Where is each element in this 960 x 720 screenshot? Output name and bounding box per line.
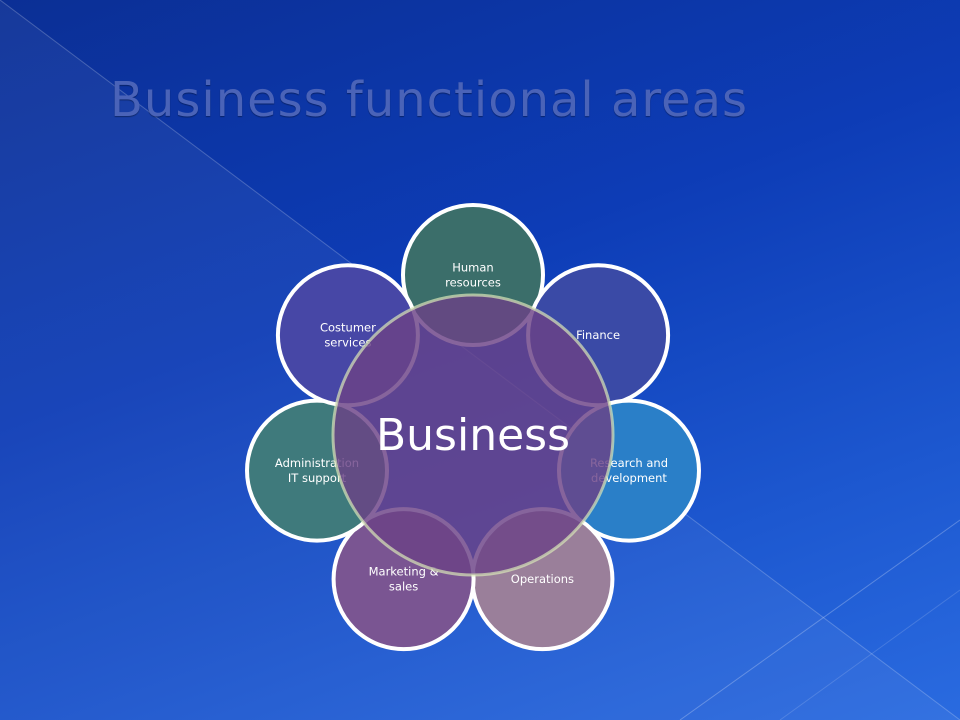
node-costumer-label: Costumer <box>320 321 376 335</box>
node-finance-label: Finance <box>576 328 620 342</box>
node-hr-label: Human <box>452 261 493 275</box>
node-operations-label: Operations <box>511 572 574 586</box>
node-admin-label: IT support <box>288 471 347 485</box>
node-costumer-label: services <box>324 336 371 350</box>
slide-title: Business functional areas <box>110 72 749 128</box>
node-hr-label: resources <box>445 276 501 290</box>
center-node-label: Business <box>376 410 570 461</box>
node-rnd-label: development <box>591 471 667 485</box>
node-marketing-label: sales <box>389 580 418 594</box>
center-node-circle <box>331 293 615 577</box>
node-marketing-label: Marketing & <box>369 565 439 579</box>
center-node: Business <box>331 293 615 577</box>
